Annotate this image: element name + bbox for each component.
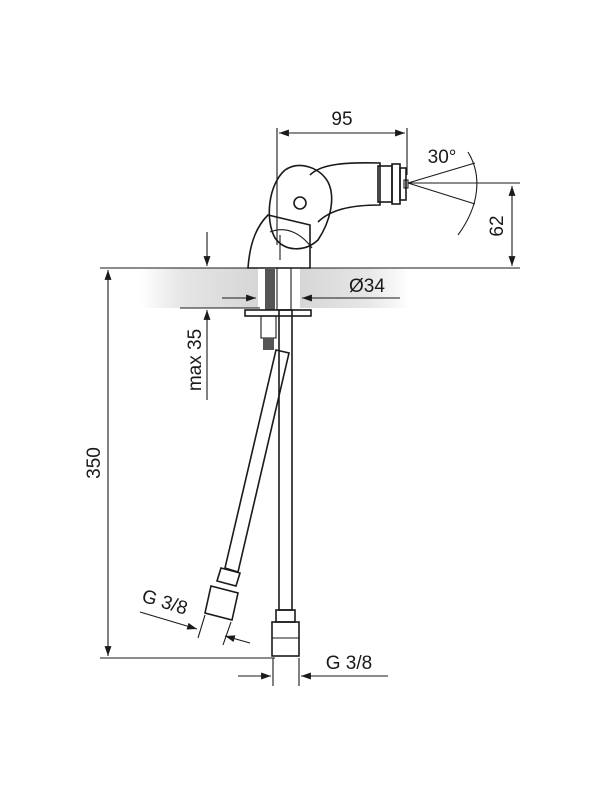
dimension-spray-angle: 30°: [407, 147, 520, 236]
mounting-hardware: [244, 267, 312, 350]
faucet-body: [247, 162, 409, 269]
svg-text:Ø34: Ø34: [349, 276, 385, 297]
dimension-total-height: 350: [84, 270, 275, 659]
dimension-spout-height: 62: [487, 186, 516, 266]
svg-text:95: 95: [331, 109, 352, 130]
svg-text:62: 62: [487, 215, 508, 236]
dimension-hole-diameter: Ø34: [222, 276, 400, 302]
hoses: [204, 309, 300, 657]
dimension-hose-connection-right: G 3/8: [238, 653, 388, 686]
dimension-spout-reach: 95: [276, 109, 408, 245]
countertop-section: [100, 267, 520, 309]
svg-text:350: 350: [84, 447, 105, 479]
svg-text:max 35: max 35: [185, 329, 206, 391]
dimension-max-thickness: max 35: [185, 232, 211, 400]
svg-text:G 3/8: G 3/8: [326, 653, 372, 674]
svg-text:30°: 30°: [428, 147, 457, 168]
